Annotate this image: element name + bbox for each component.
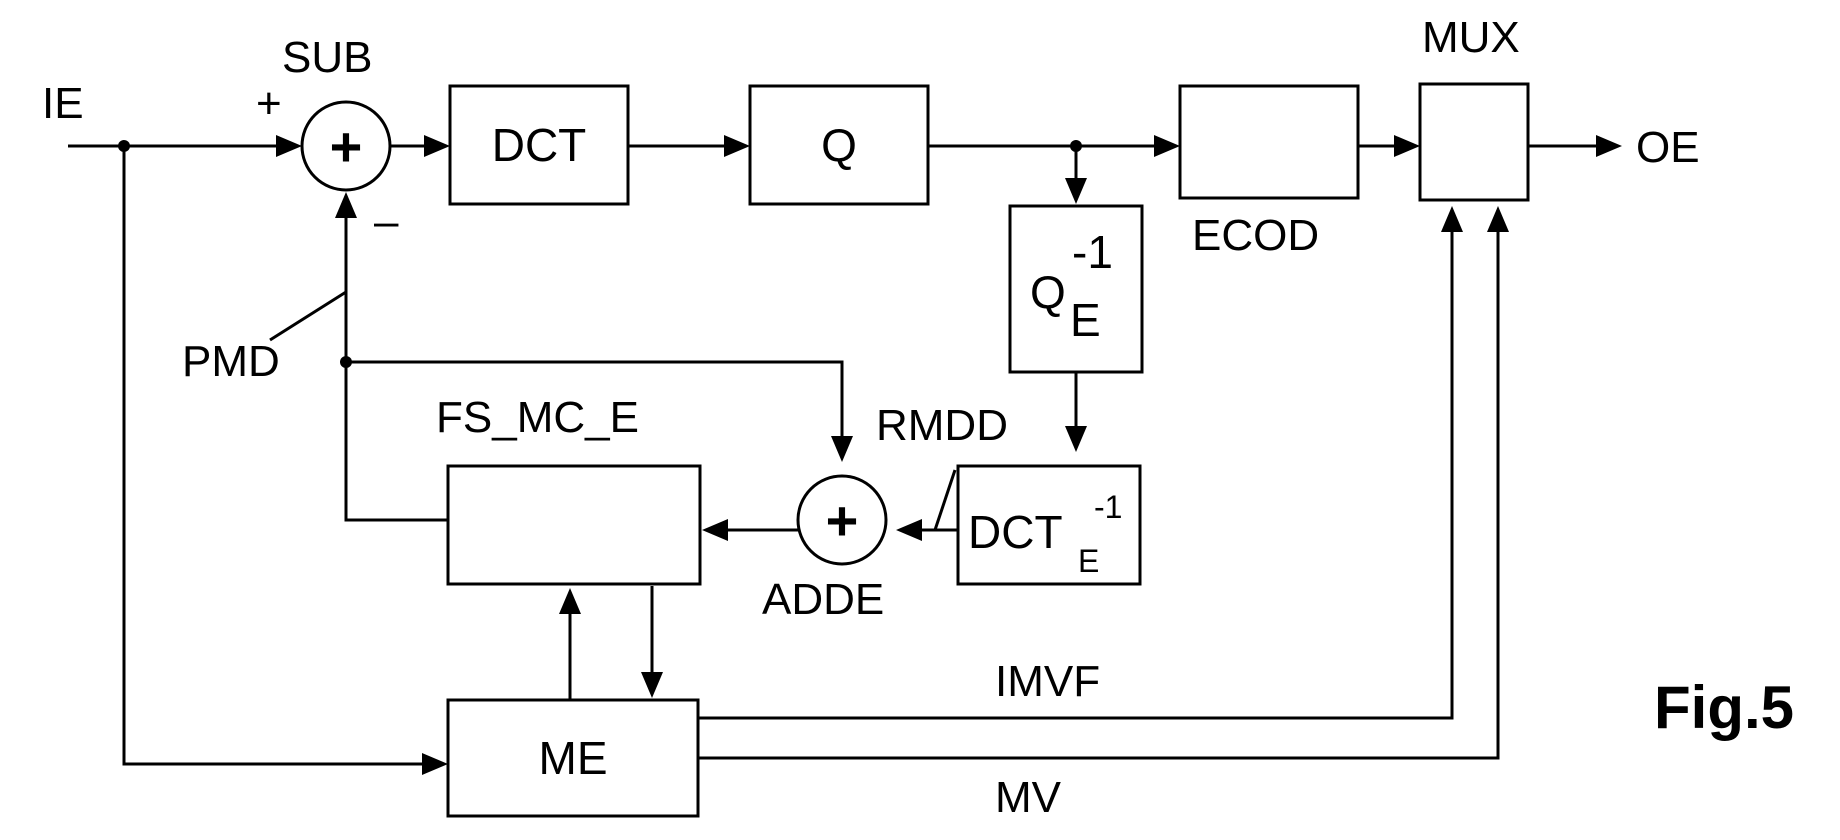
sub-plus-sign: + bbox=[256, 79, 282, 128]
arrowheads bbox=[276, 135, 1622, 775]
mux-label: MUX bbox=[1422, 13, 1520, 62]
arrow-into-inv-q bbox=[1065, 178, 1087, 204]
sub-plus-symbol: + bbox=[330, 115, 363, 178]
rmdd-label: RMDD bbox=[876, 401, 1008, 450]
output-label-oe: OE bbox=[1636, 123, 1700, 172]
inverse-dct-subscript: E bbox=[1078, 543, 1099, 579]
arrow-fsmc-to-me bbox=[641, 672, 663, 698]
arrow-into-dct bbox=[424, 135, 450, 157]
rmdd-leader-line bbox=[935, 470, 955, 530]
block-inverse-dct: DCT -1 E bbox=[958, 466, 1140, 584]
inverse-q-superscript: -1 bbox=[1072, 226, 1113, 278]
q-label: Q bbox=[821, 119, 857, 171]
inverse-q-label: Q bbox=[1030, 266, 1066, 318]
arrow-mv-into-mux bbox=[1487, 206, 1509, 232]
sub-minus-sign: – bbox=[374, 197, 399, 246]
mv-label: MV bbox=[995, 773, 1062, 822]
arrow-into-sub-left bbox=[276, 135, 302, 157]
mux-box bbox=[1420, 84, 1528, 200]
arrow-imvf-into-mux bbox=[1441, 206, 1463, 232]
junction-pmd bbox=[340, 356, 352, 368]
arrow-into-me bbox=[422, 753, 448, 775]
arrow-out-oe bbox=[1596, 135, 1622, 157]
block-adde: + bbox=[798, 476, 886, 564]
arrow-into-fsmc bbox=[702, 519, 728, 541]
wire-fsmc-to-sub bbox=[346, 216, 448, 520]
imvf-label: IMVF bbox=[995, 657, 1100, 706]
ecod-box bbox=[1180, 86, 1358, 198]
arrow-into-mux bbox=[1394, 135, 1420, 157]
block-mux bbox=[1420, 84, 1528, 200]
block-dct: DCT bbox=[450, 86, 628, 204]
ecod-label: ECOD bbox=[1192, 211, 1319, 260]
arrow-into-adde-top bbox=[831, 436, 853, 462]
arrow-into-q bbox=[724, 135, 750, 157]
adde-label: ADDE bbox=[762, 575, 884, 624]
fs-mc-e-box bbox=[448, 466, 700, 584]
arrow-into-adde-right bbox=[896, 519, 922, 541]
pmd-leader-line bbox=[270, 292, 346, 340]
signal-wires bbox=[68, 146, 1598, 764]
block-inverse-q: Q -1 E bbox=[1010, 206, 1142, 372]
me-label: ME bbox=[539, 732, 608, 784]
block-sub: + bbox=[302, 102, 390, 190]
arrow-me-to-fsmc bbox=[559, 588, 581, 614]
junction-ie bbox=[118, 140, 130, 152]
junction-q-output bbox=[1070, 140, 1082, 152]
inverse-dct-superscript: -1 bbox=[1094, 489, 1122, 525]
arrow-into-ecod bbox=[1154, 135, 1180, 157]
block-fs-mc-e bbox=[448, 466, 700, 584]
fs-mc-e-label: FS_MC_E bbox=[436, 393, 639, 442]
dct-label: DCT bbox=[492, 119, 587, 171]
block-q: Q bbox=[750, 86, 928, 204]
block-me: ME bbox=[448, 700, 698, 816]
sub-name-label: SUB bbox=[282, 33, 372, 82]
adde-plus-symbol: + bbox=[826, 489, 859, 552]
inverse-dct-base: DCT bbox=[968, 506, 1063, 558]
arrow-into-inv-dct bbox=[1065, 426, 1087, 452]
inverse-q-base: Q bbox=[1030, 266, 1066, 318]
figure-label: Fig.5 bbox=[1654, 674, 1794, 741]
inverse-q-subscript: E bbox=[1070, 294, 1101, 346]
input-label-ie: IE bbox=[42, 79, 84, 128]
arrow-into-sub-bottom bbox=[335, 192, 357, 218]
pmd-label: PMD bbox=[182, 337, 280, 386]
block-ecod bbox=[1180, 86, 1358, 198]
